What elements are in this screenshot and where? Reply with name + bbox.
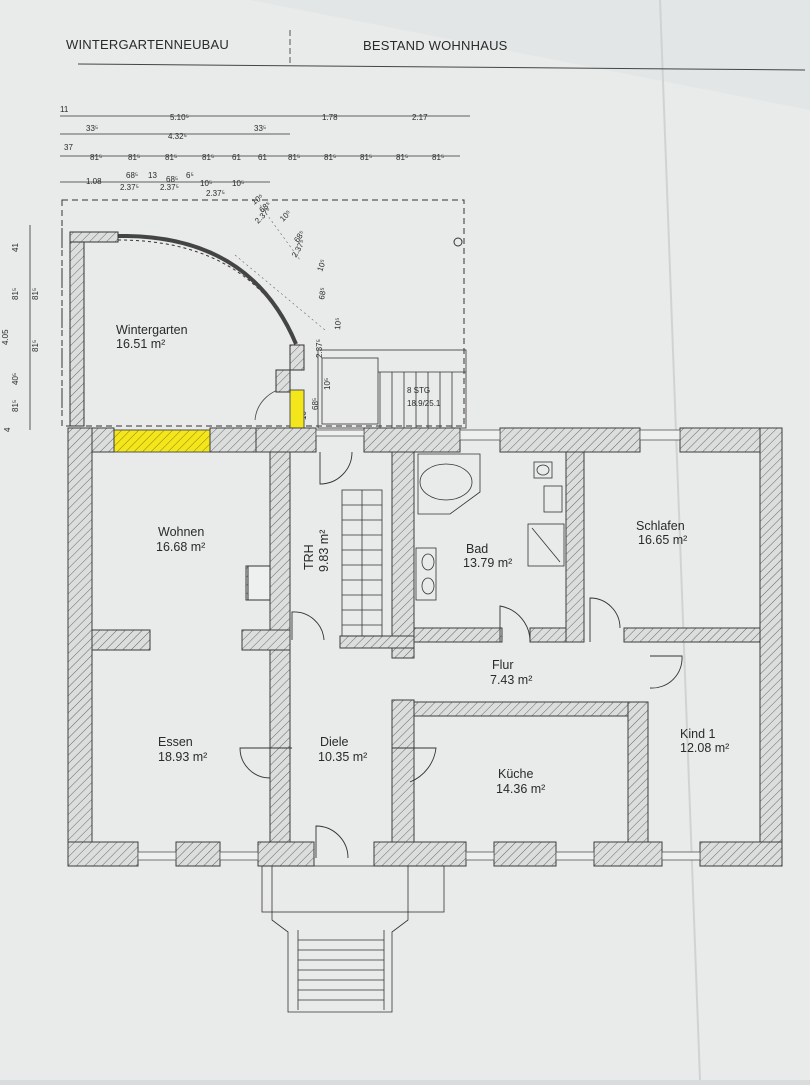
dim-row3-8: 81⁵ bbox=[324, 153, 336, 162]
schlafen-area: 16.65 m² bbox=[638, 533, 687, 547]
dim-row3-7: 81⁵ bbox=[288, 153, 300, 162]
dim-left-3: 4.05 bbox=[1, 329, 10, 345]
trh-area: 9.83 m² bbox=[317, 530, 331, 572]
dim-row3-1: 81⁵ bbox=[90, 153, 102, 162]
highlight-wall-right bbox=[289, 389, 305, 429]
dim-diag-8: 10⁵ bbox=[333, 317, 343, 330]
dim-left-0: 41 bbox=[11, 243, 20, 252]
entrance-stair bbox=[261, 865, 445, 1013]
flur-name: Flur bbox=[492, 658, 514, 672]
dim-row4-7: 2.37⁵ bbox=[120, 183, 139, 192]
dim-row4-6: 10⁵ bbox=[232, 179, 244, 188]
dim-row4-1: 68⁵ bbox=[126, 171, 138, 180]
dim-row3-0: 37 bbox=[64, 143, 73, 152]
dim-left-1: 81⁵ bbox=[11, 288, 20, 300]
dim-left-6: 81⁵ bbox=[11, 400, 20, 412]
kind1-name: Kind 1 bbox=[680, 727, 715, 741]
windows bbox=[137, 429, 701, 861]
dimension-lines bbox=[29, 115, 470, 430]
kind1-area: 12.08 m² bbox=[680, 741, 729, 755]
dim-row4-2: 13 bbox=[148, 171, 157, 180]
flur-area: 7.43 m² bbox=[490, 673, 532, 687]
dim-row2-1: 4.32⁵ bbox=[168, 132, 187, 141]
header-rule bbox=[77, 63, 806, 71]
wohnen-area: 16.68 m² bbox=[156, 540, 205, 554]
dim-row2-0: 33⁵ bbox=[86, 124, 98, 133]
dim-row4-8: 2.37⁵ bbox=[160, 183, 179, 192]
schlafen-name: Schlafen bbox=[636, 519, 685, 533]
dim-row3-10: 81⁵ bbox=[396, 153, 408, 162]
dim-diag-6: 10⁵ bbox=[315, 258, 328, 273]
dim-left-4: 81⁵ bbox=[31, 340, 40, 352]
dim-left-7: 4 bbox=[3, 427, 12, 432]
dim-row1-1: 5.10⁵ bbox=[170, 113, 189, 122]
bad-area: 13.79 m² bbox=[463, 556, 512, 570]
stair-note-1: 8 STG bbox=[407, 386, 430, 395]
dim-diag-7: 68⁵ bbox=[317, 287, 328, 301]
wintergarten-area: 16.51 m² bbox=[116, 337, 165, 351]
dim-row1-0: 11 bbox=[60, 105, 69, 114]
dim-row4-4: 6⁵ bbox=[186, 171, 194, 180]
header-right: BESTAND WOHNHAUS bbox=[363, 38, 508, 53]
kueche-area: 14.36 m² bbox=[496, 782, 545, 796]
header-left: WINTERGARTENNEUBAU bbox=[66, 37, 229, 52]
dim-row2-2: 33⁵ bbox=[254, 124, 266, 133]
dim-row3-6: 61 bbox=[258, 153, 267, 162]
dim-row4-3: 68⁵ bbox=[166, 175, 178, 184]
dim-left-5: 40⁵ bbox=[11, 373, 20, 385]
dim-row4-5: 10⁵ bbox=[200, 179, 212, 188]
wintergarten-name: Wintergarten bbox=[116, 323, 188, 337]
exterior-stair-top bbox=[317, 349, 467, 429]
essen-name: Essen bbox=[158, 735, 193, 749]
essen-area: 18.93 m² bbox=[158, 750, 207, 764]
dim-row4-9: 2.37⁵ bbox=[206, 189, 225, 198]
dim-left-2: 81⁵ bbox=[31, 288, 40, 300]
dim-diag-11: 68⁵ bbox=[311, 398, 320, 410]
stair-note-2: 18.9/25.1 bbox=[407, 399, 441, 408]
diele-name: Diele bbox=[320, 735, 349, 749]
dim-row3-5: 61 bbox=[232, 153, 241, 162]
dim-row3-2: 81⁵ bbox=[128, 153, 140, 162]
chimney bbox=[247, 565, 271, 601]
internal-stair bbox=[341, 489, 383, 637]
dim-row4-0: 1.08 bbox=[86, 177, 102, 186]
dim-row3-11: 81⁵ bbox=[432, 153, 444, 162]
trh-name: TRH bbox=[302, 544, 316, 570]
bad-name: Bad bbox=[466, 542, 488, 556]
dim-row3-3: 81⁵ bbox=[165, 153, 177, 162]
dim-row3-4: 81⁵ bbox=[202, 153, 214, 162]
dim-diag-9: 2.37⁵ bbox=[315, 339, 324, 358]
kueche-name: Küche bbox=[498, 767, 533, 781]
dim-row1-2: 1.78 bbox=[322, 113, 338, 122]
dim-row3-9: 81⁵ bbox=[360, 153, 372, 162]
bathroom-fixtures bbox=[415, 453, 565, 601]
wohnen-name: Wohnen bbox=[158, 525, 204, 539]
dim-row1-3: 2.17 bbox=[412, 113, 428, 122]
diele-area: 10.35 m² bbox=[318, 750, 367, 764]
dim-diag-10: 10⁵ bbox=[323, 378, 332, 390]
highlight-wall-bottom bbox=[113, 429, 211, 453]
door-swings bbox=[239, 451, 683, 859]
